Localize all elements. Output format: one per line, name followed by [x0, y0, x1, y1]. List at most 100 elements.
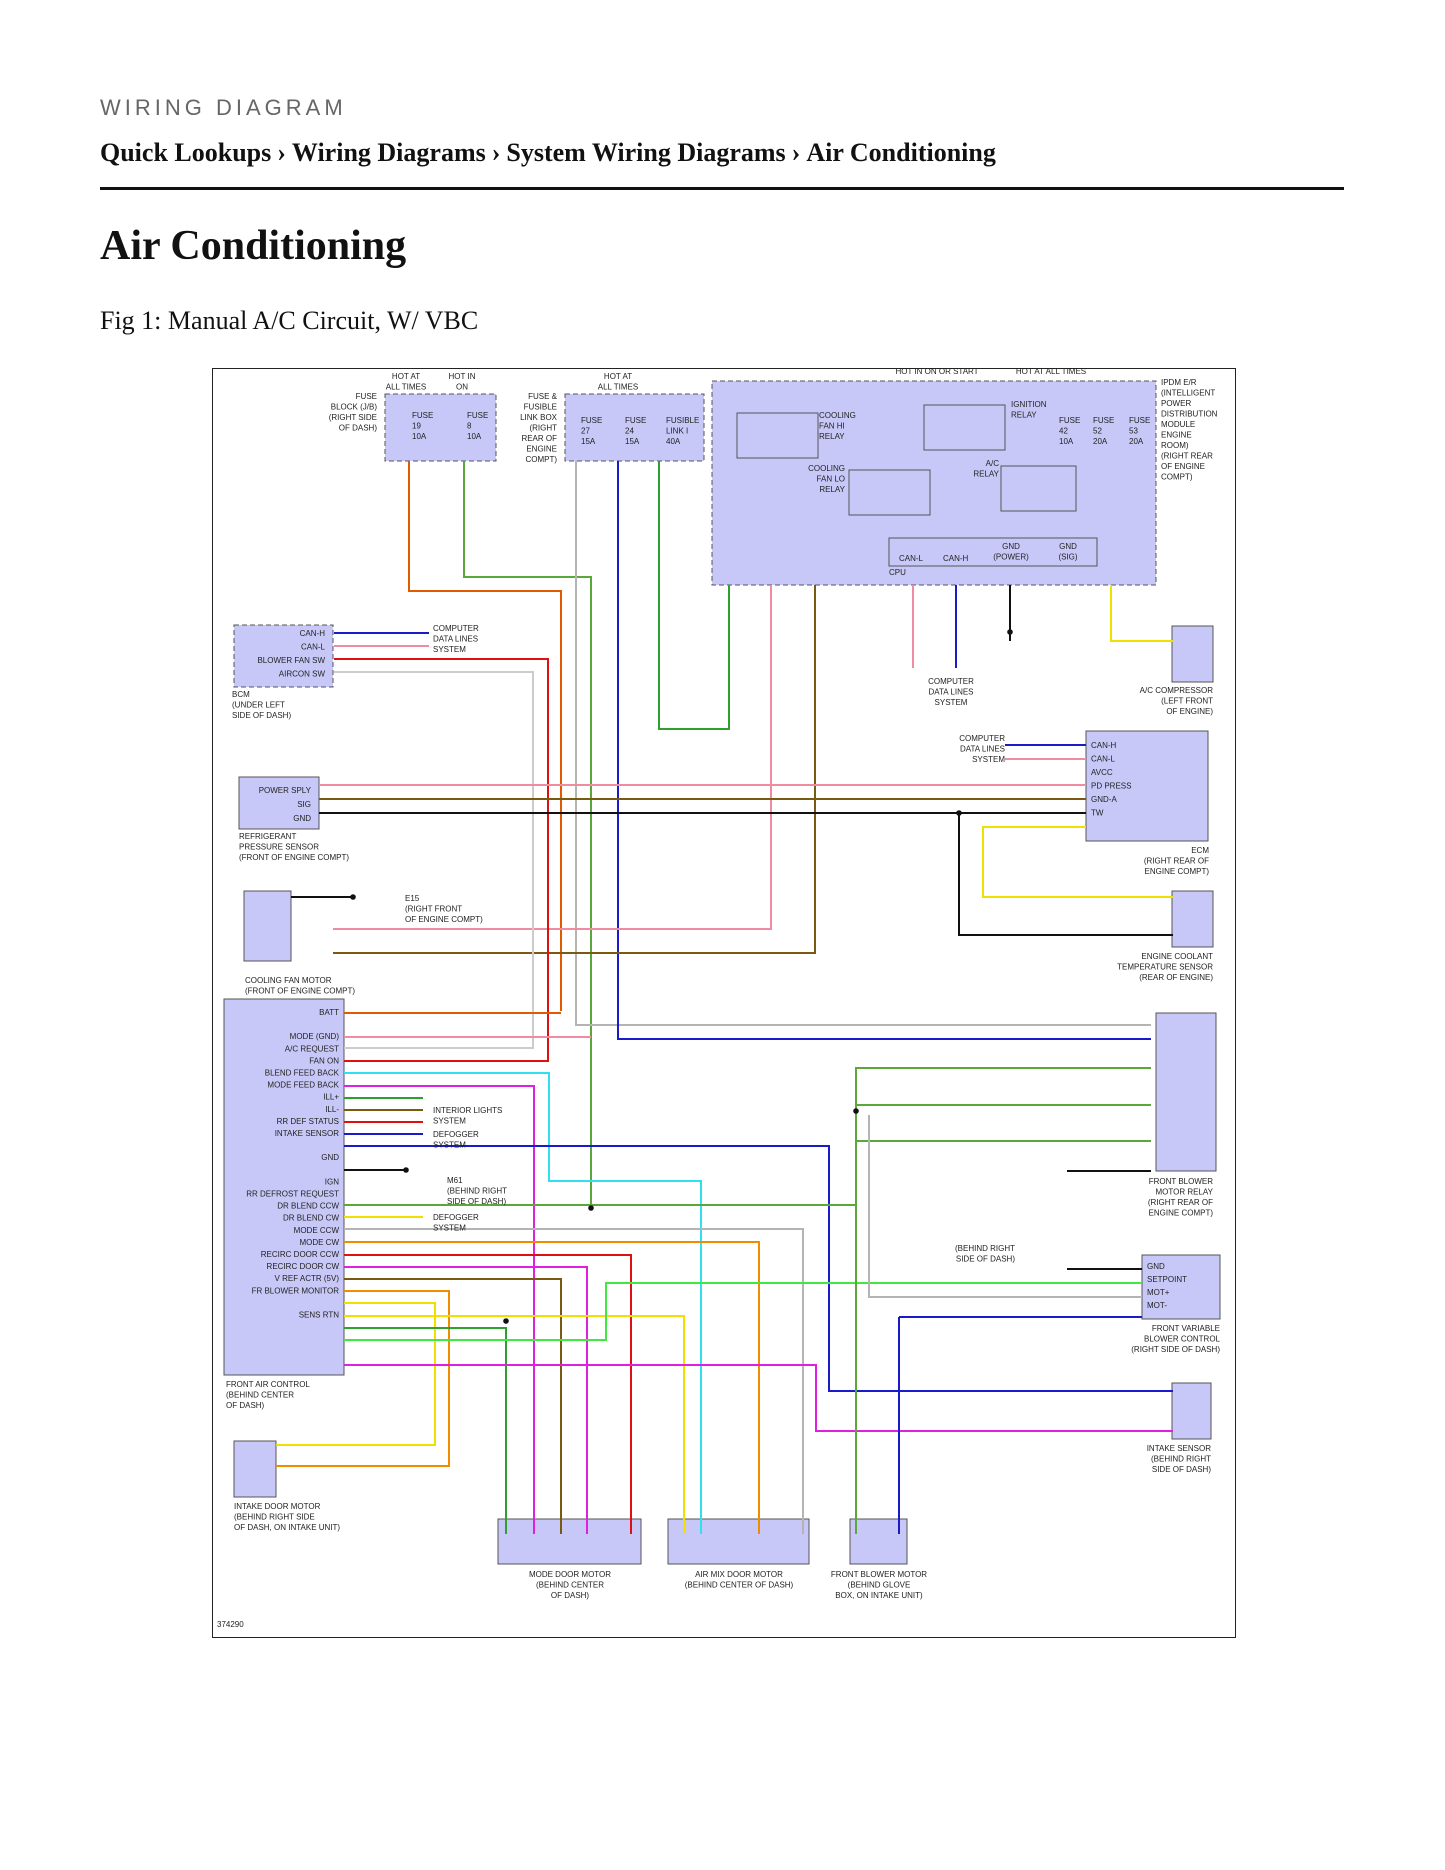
coolant-temperature-sensor — [1171, 890, 1214, 948]
component-name: (LEFT FRONT — [1161, 697, 1213, 706]
ipdm-label: COMPT) — [1161, 473, 1193, 482]
relay-label: RELAY — [819, 432, 845, 441]
splice-dot — [350, 894, 356, 900]
cpu-pin: (SIG) — [1058, 553, 1077, 562]
hot-label: HOT AT — [604, 372, 632, 381]
system-label: INTERIOR LIGHTS — [433, 1106, 502, 1115]
breadcrumb-wiring-diagrams[interactable]: Wiring Diagrams — [291, 138, 486, 167]
fac-pin: INTAKE SENSOR — [275, 1129, 340, 1138]
fuse-label: 42 — [1059, 427, 1068, 436]
cpu-pin: GND — [1002, 542, 1020, 551]
fuse-label: FUSE — [1093, 416, 1114, 425]
ground-label: SIDE OF DASH) — [447, 1197, 506, 1206]
wire — [344, 1085, 535, 1534]
cooling-fan-lo-relay — [848, 469, 931, 516]
breadcrumb-system-wiring-diagrams[interactable]: System Wiring Diagrams — [506, 138, 786, 167]
front-blower-relay — [1155, 1012, 1217, 1172]
fuse-label: 20A — [1129, 437, 1144, 446]
fuse-block-label: (RIGHT SIDE — [329, 413, 377, 422]
fac-name: (BEHIND CENTER — [226, 1391, 294, 1400]
breadcrumb-separator: › — [791, 138, 801, 167]
vbc-pin: SETPOINT — [1147, 1275, 1187, 1284]
breadcrumb-quick-lookups[interactable]: Quick Lookups — [100, 138, 272, 167]
bcm-pin: CAN-H — [300, 629, 326, 638]
bcm-name: SIDE OF DASH) — [232, 711, 291, 720]
fuse-label: 8 — [467, 422, 472, 431]
wire — [333, 585, 816, 954]
sensor-pin: SIG — [297, 800, 311, 809]
fusible-link-label: REAR OF — [521, 434, 557, 443]
component-name: SIDE OF DASH) — [1152, 1465, 1211, 1474]
ipdm-label: (RIGHT REAR — [1161, 452, 1213, 461]
fac-pin: FAN ON — [309, 1056, 339, 1065]
ecm-name: ENGINE COMPT) — [1145, 867, 1210, 876]
cpu-pin: (POWER) — [993, 553, 1029, 562]
cooling-fan-motor — [243, 890, 292, 962]
motor-name: (FRONT OF ENGINE COMPT) — [245, 987, 355, 996]
fusible-link-label: FUSE & — [528, 392, 558, 401]
wire — [344, 1364, 1173, 1432]
ipdm-label: DISTRIBUTION — [1161, 410, 1218, 419]
wire — [344, 1327, 507, 1534]
fuse-label: FUSE — [467, 411, 488, 420]
fuse-label: 40A — [666, 437, 681, 446]
fuse-label: FUSE — [581, 416, 602, 425]
relay-name: (RIGHT REAR OF — [1148, 1198, 1213, 1207]
hot-label: ON — [456, 383, 468, 392]
ecm-pin: GND-A — [1091, 795, 1117, 804]
wire — [958, 813, 1173, 936]
system-label: DATA LINES — [960, 745, 1005, 754]
component-name: ENGINE COOLANT — [1141, 952, 1213, 961]
bcm-pin: AIRCON SW — [279, 670, 326, 679]
ecm-pin: AVCC — [1091, 768, 1113, 777]
system-label: COMPUTER — [433, 624, 479, 633]
fuse-label: LINK I — [666, 427, 688, 436]
fuse-block-label: OF DASH) — [339, 424, 378, 433]
relay-label: IGNITION — [1011, 400, 1047, 409]
fuse-label: 20A — [1093, 437, 1108, 446]
figure-caption: Fig 1: Manual A/C Circuit, W/ VBC — [100, 306, 479, 335]
vbc-pin: GND — [1147, 1262, 1165, 1271]
breadcrumb: Quick Lookups›Wiring Diagrams›System Wir… — [100, 138, 996, 168]
ipdm-label: POWER — [1161, 399, 1191, 408]
motor-name: OF DASH) — [551, 1591, 590, 1600]
fuse-label: 27 — [581, 427, 590, 436]
figure-number: 374290 — [217, 1620, 244, 1629]
sensor-name: (FRONT OF ENGINE COMPT) — [239, 853, 349, 862]
motor-name: AIR MIX DOOR MOTOR — [695, 1570, 783, 1579]
header-divider — [100, 187, 1344, 190]
system-label: DATA LINES — [433, 635, 478, 644]
ground-label: M61 — [447, 1176, 463, 1185]
fac-name: FRONT AIR CONTROL — [226, 1380, 310, 1389]
ground-label: E15 — [405, 894, 420, 903]
wire — [344, 1278, 562, 1534]
wire — [463, 461, 592, 1208]
fusible-link-box — [564, 393, 705, 462]
vbc-pin: MOT- — [1147, 1301, 1167, 1310]
sensor-pin: POWER SPLY — [259, 786, 312, 795]
wire — [344, 1228, 804, 1534]
fuse-label: FUSIBLE — [666, 416, 699, 425]
cpu-pin: CAN-L — [899, 554, 924, 563]
wire — [344, 1145, 1173, 1392]
breadcrumb-current: Air Conditioning — [806, 138, 996, 167]
relay-label: RELAY — [1011, 411, 1037, 420]
ecm-pin: PD PRESS — [1091, 782, 1131, 791]
splice-dot — [853, 1108, 859, 1114]
fusible-link-label: COMPT) — [525, 455, 557, 464]
fuse-label: 15A — [625, 437, 640, 446]
fac-pin: RR DEF STATUS — [277, 1117, 339, 1126]
bcm-name: BCM — [232, 690, 250, 699]
fuse-label: FUSE — [1059, 416, 1080, 425]
ipdm-label: ROOM) — [1161, 441, 1189, 450]
wire — [333, 585, 772, 930]
fuse-block-label: FUSE — [356, 392, 377, 401]
splice-dot — [503, 1318, 509, 1324]
splice-dot — [956, 810, 962, 816]
system-label: SYSTEM — [935, 698, 968, 707]
ecm-module — [1085, 730, 1209, 842]
fusible-link-label: (RIGHT — [529, 424, 557, 433]
fuse-label: 53 — [1129, 427, 1138, 436]
relay-label: COOLING — [808, 464, 845, 473]
fac-pin: FR BLOWER MONITOR — [252, 1286, 340, 1295]
